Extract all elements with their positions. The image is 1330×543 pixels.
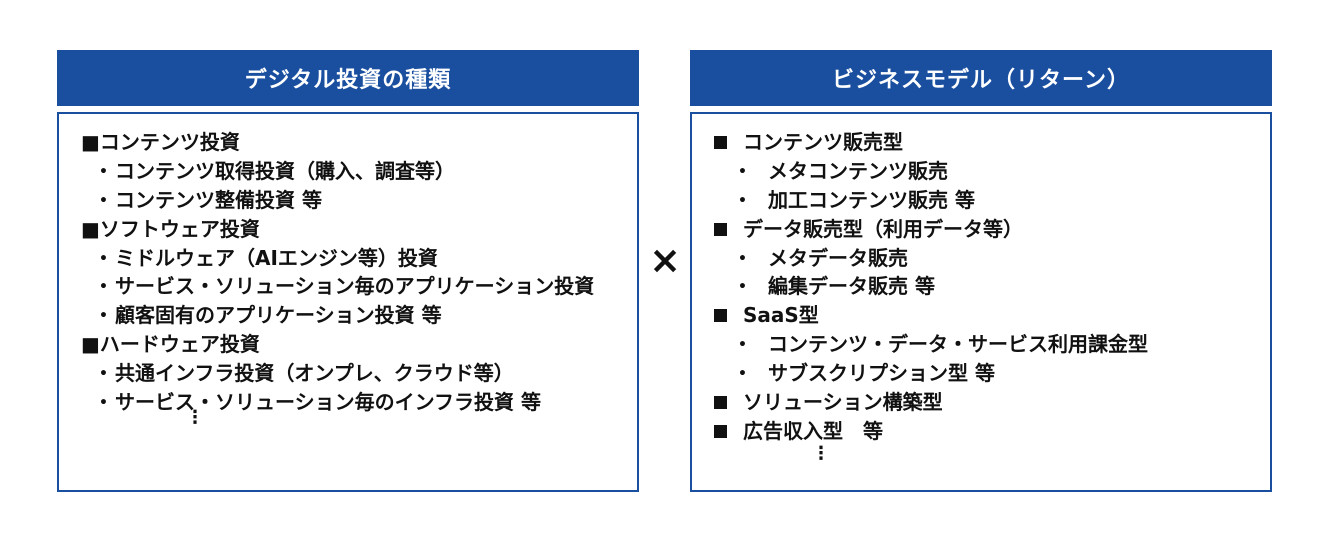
bullet-icon: •	[738, 279, 747, 296]
list-item: •サブスクリプション型 等	[714, 359, 1270, 388]
square-bullet-icon	[714, 136, 727, 149]
list-heading: 広告収入型 等	[714, 417, 1270, 446]
bullet-icon: •	[99, 250, 108, 267]
digital-investment-list: ■コンテンツ投資 •コンテンツ取得投資（購入、調査等） •コンテンツ整備投資 等…	[57, 112, 639, 492]
bullet-icon: •	[99, 163, 108, 180]
list-heading: コンテンツ販売型	[714, 128, 1270, 157]
list-heading: データ販売型（利用データ等）	[714, 215, 1270, 244]
list-item: •顧客固有のアプリケーション投資 等	[81, 301, 637, 330]
list-item: •コンテンツ・データ・サービス利用課金型	[714, 330, 1270, 359]
bullet-icon: •	[738, 163, 747, 180]
right-ellipsis: ⋮	[812, 443, 830, 464]
list-item: •ミドルウェア（AIエンジン等）投資	[81, 244, 637, 273]
square-bullet-icon	[714, 396, 727, 410]
digital-investment-title: デジタル投資の種類	[57, 50, 639, 106]
left-ellipsis: ⋮	[186, 407, 204, 428]
bullet-icon: •	[738, 337, 747, 354]
business-model-title: ビジネスモデル（リターン）	[690, 50, 1272, 106]
list-item: •サービス・ソリューション毎のインフラ投資 等	[81, 388, 637, 417]
digital-investment-panel: デジタル投資の種類 ■コンテンツ投資 •コンテンツ取得投資（購入、調査等） •コ…	[57, 50, 639, 492]
bullet-icon: •	[99, 279, 108, 296]
list-item: •サービス・ソリューション毎のアプリケーション投資	[81, 272, 637, 301]
list-heading: ■コンテンツ投資	[81, 130, 240, 154]
business-model-list: コンテンツ販売型 •メタコンテンツ販売 •加工コンテンツ販売 等 データ販売型（…	[690, 112, 1272, 492]
business-model-panel: ビジネスモデル（リターン） コンテンツ販売型 •メタコンテンツ販売 •加工コンテ…	[690, 50, 1272, 492]
square-bullet-icon	[714, 424, 727, 438]
bullet-icon: •	[99, 366, 108, 383]
bullet-icon: •	[738, 192, 747, 209]
multiply-icon: ×	[649, 238, 681, 282]
list-item: •編集データ販売 等	[714, 272, 1270, 301]
list-heading: SaaS型	[714, 301, 1270, 330]
bullet-icon: •	[99, 308, 108, 325]
bullet-icon: •	[99, 192, 108, 209]
bullet-icon: •	[738, 250, 747, 267]
list-heading: ■ソフトウェア投資	[81, 216, 260, 241]
list-item: •メタデータ販売	[714, 244, 1270, 273]
bullet-icon: •	[99, 395, 108, 412]
bullet-icon: •	[738, 366, 747, 383]
list-item: •メタコンテンツ販売	[714, 157, 1270, 186]
list-heading: ソリューション構築型	[714, 388, 1270, 417]
square-bullet-icon	[714, 222, 727, 236]
list-item: •加工コンテンツ販売 等	[714, 186, 1270, 215]
list-heading: ■ハードウェア投資	[81, 332, 260, 357]
list-item: •共通インフラ投資（オンプレ、クラウド等）	[81, 359, 637, 388]
square-bullet-icon	[714, 309, 727, 323]
list-item: •コンテンツ取得投資（購入、調査等）	[81, 157, 637, 186]
list-item: •コンテンツ整備投資 等	[81, 186, 637, 215]
